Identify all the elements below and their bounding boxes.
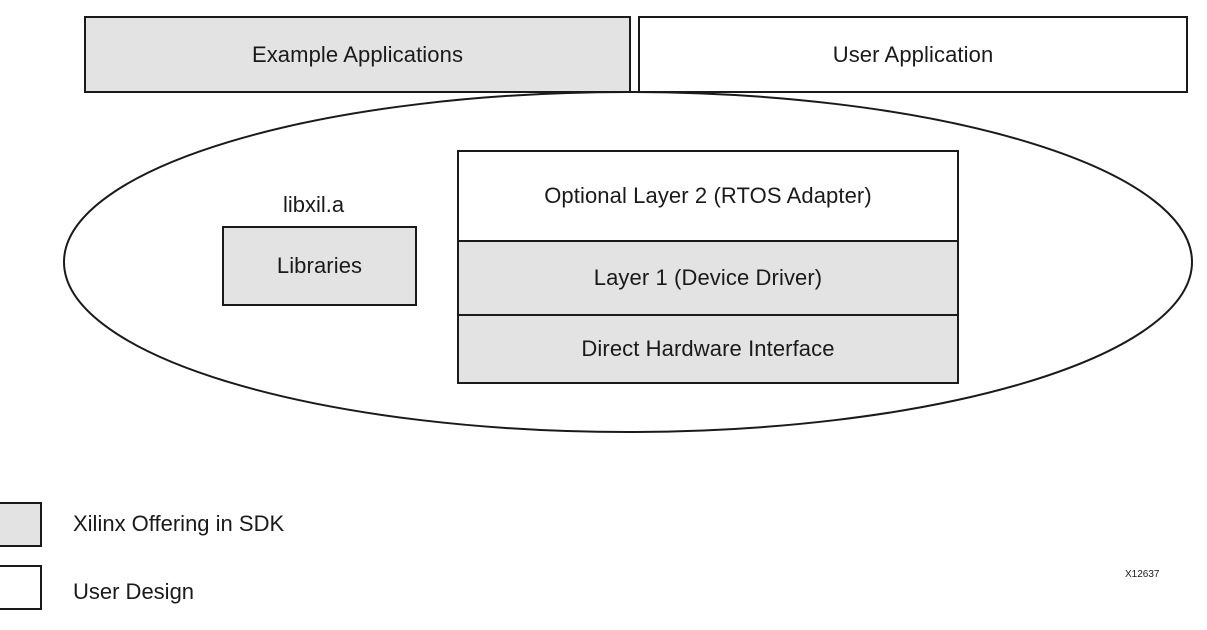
- layer1-label: Layer 1 (Device Driver): [593, 265, 823, 290]
- legend-label-xilinx: Xilinx Offering in SDK: [73, 511, 285, 536]
- example-applications-label: Example Applications: [251, 41, 464, 67]
- libraries-label: Libraries: [276, 253, 363, 278]
- figure-id: X12637: [1125, 569, 1160, 580]
- direct-hardware-label: Direct Hardware Interface: [581, 336, 835, 361]
- user-application-label: User Application: [832, 41, 994, 67]
- direct-hardware-box: Direct Hardware Interface: [457, 314, 959, 384]
- legend-swatch-xilinx: [0, 502, 42, 547]
- layer2-label: Optional Layer 2 (RTOS Adapter): [544, 183, 872, 208]
- layer2-box: Optional Layer 2 (RTOS Adapter): [457, 150, 959, 242]
- layer1-box: Layer 1 (Device Driver): [457, 240, 959, 316]
- user-application-box: User Application: [638, 16, 1188, 93]
- libxil-label: libxil.a: [283, 192, 345, 217]
- legend-label-user: User Design: [73, 579, 195, 604]
- legend-swatch-user: [0, 565, 42, 610]
- example-applications-box: Example Applications: [84, 16, 631, 93]
- libraries-box: Libraries: [222, 226, 417, 306]
